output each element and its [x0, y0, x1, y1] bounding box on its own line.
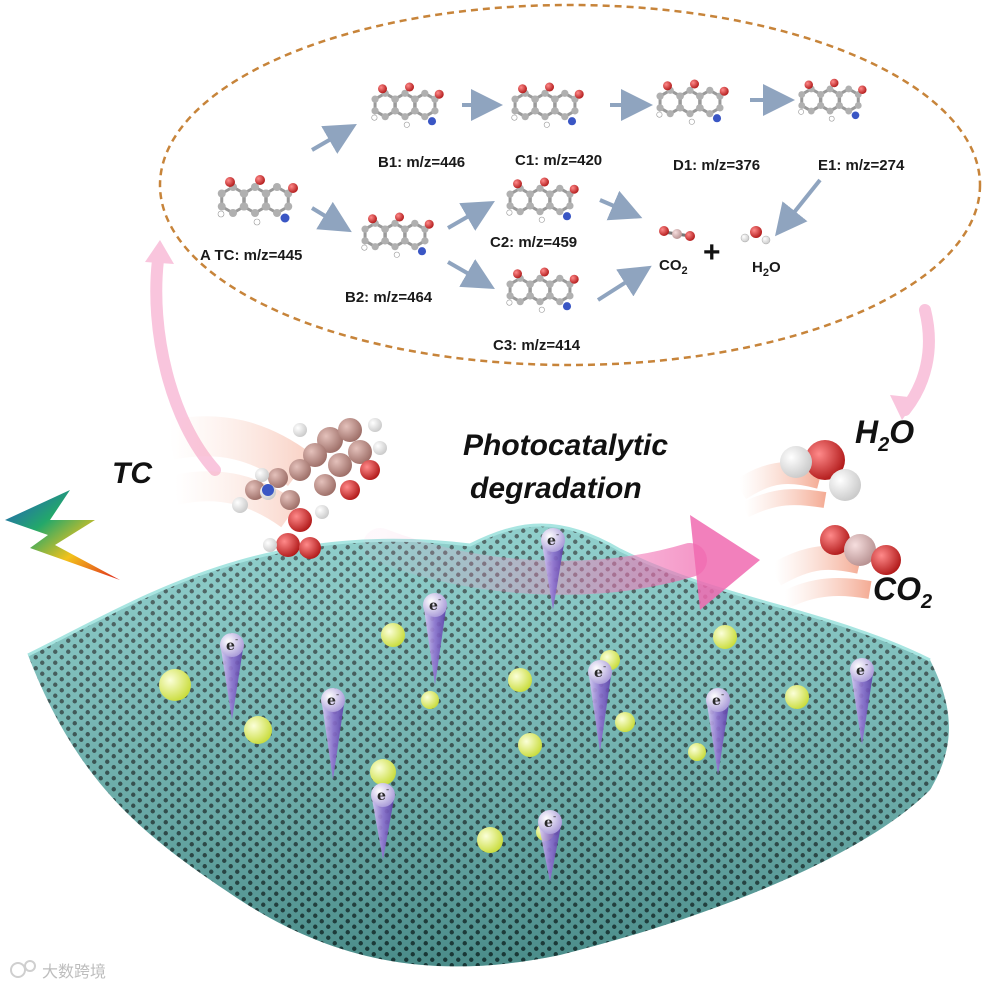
product-h2o-3d	[740, 440, 861, 510]
particle	[477, 827, 503, 853]
particle	[518, 733, 542, 757]
label-c2: C2: m/z=459	[490, 234, 577, 251]
electron-label: e	[429, 598, 438, 614]
tc-atom	[280, 490, 300, 510]
tc-atom	[299, 537, 321, 559]
label-e1: E1: m/z=274	[818, 157, 905, 174]
tc-atom	[288, 508, 312, 532]
label-c3: C3: m/z=414	[493, 337, 581, 354]
particle	[508, 668, 532, 692]
label-b2: B2: m/z=464	[345, 289, 433, 306]
tc-atom-n	[262, 484, 274, 496]
particle	[421, 691, 439, 709]
degradation-pathway-panel: A TC: m/z=445 B1: m/z=446 B2: m/z=464 C1…	[160, 5, 980, 365]
particle	[370, 759, 396, 785]
tc-atom	[255, 468, 269, 482]
tc-atom	[368, 418, 382, 432]
electron-charge: -	[553, 812, 556, 822]
tc-atom	[263, 538, 277, 552]
label-process-line1: Photocatalytic	[463, 429, 668, 462]
electron-charge: -	[603, 662, 606, 672]
electron-label: e	[547, 533, 556, 549]
label-co2-product: CO2	[873, 571, 932, 613]
electron-label: e	[594, 665, 603, 681]
tc-atom	[232, 497, 248, 513]
particle	[688, 743, 706, 761]
tc-atom	[340, 480, 360, 500]
tc-atom	[360, 460, 380, 480]
tc-atom	[315, 505, 329, 519]
tc-atom	[289, 459, 311, 481]
particle	[713, 625, 737, 649]
tc-atom	[314, 474, 336, 496]
electron-charge: -	[386, 785, 389, 795]
label-tc: TC	[112, 457, 153, 490]
particle	[785, 685, 809, 709]
label-b1: B1: m/z=446	[378, 154, 465, 171]
particle	[159, 669, 191, 701]
electron-charge: -	[721, 690, 724, 700]
label-process-line2: degradation	[470, 472, 642, 505]
watermark-text: 大数跨境	[42, 962, 106, 981]
electron-label: e	[856, 663, 865, 679]
tc-atom	[373, 441, 387, 455]
label-a: A TC: m/z=445	[200, 247, 302, 264]
electron-charge: -	[438, 595, 441, 605]
particle	[244, 716, 272, 744]
tc-atom	[293, 423, 307, 437]
tc-molecule-3d	[170, 418, 387, 559]
electron-label: e	[327, 693, 336, 709]
light-bolt-icon	[5, 490, 120, 580]
electron-charge: -	[865, 660, 868, 670]
electron-label: e	[712, 693, 721, 709]
electron-charge: -	[556, 530, 559, 540]
watermark: 大数跨境	[11, 961, 106, 981]
electron-label: e	[226, 638, 235, 654]
tc-atom	[338, 418, 362, 442]
electron-charge: -	[336, 690, 339, 700]
particle	[381, 623, 405, 647]
particle	[615, 712, 635, 732]
electron-label: e	[377, 788, 386, 804]
plus-sign: +	[703, 236, 721, 269]
label-c1: C1: m/z=420	[515, 152, 602, 169]
tc-atom	[276, 533, 300, 557]
electron-charge: -	[235, 635, 238, 645]
tc-atom	[328, 453, 352, 477]
label-h2o-product: H2O	[855, 414, 914, 456]
label-d1: D1: m/z=376	[673, 157, 760, 174]
electron-label: e	[544, 815, 553, 831]
pathway-ellipse	[160, 5, 980, 365]
